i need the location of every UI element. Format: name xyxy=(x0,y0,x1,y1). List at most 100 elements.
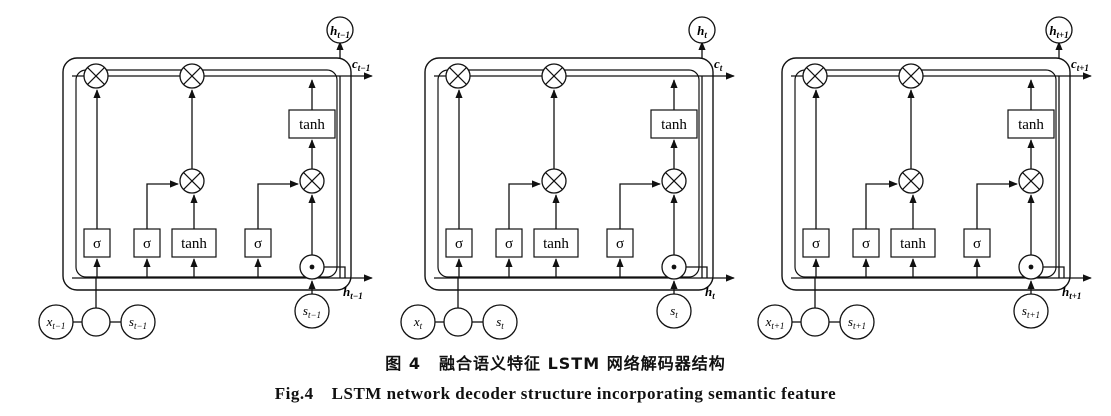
cell-state-label: ct+1 xyxy=(1071,56,1089,73)
gate-label: σ xyxy=(862,236,870,252)
dot-center xyxy=(671,264,677,270)
hidden-state-label: ht−1 xyxy=(343,284,363,301)
caption-en-text: LSTM network decoder structure incorpora… xyxy=(331,384,837,403)
candidate-multiply-node xyxy=(179,168,205,194)
gate-box xyxy=(606,228,634,258)
forget-multiply-node xyxy=(445,63,471,89)
cell-frame xyxy=(62,57,352,291)
input-gate-output xyxy=(865,180,898,229)
forget-gate-sigma: σ xyxy=(445,228,473,258)
dot-center xyxy=(1028,264,1034,270)
gate-label: σ xyxy=(143,236,151,252)
merge-input-circle xyxy=(443,307,473,337)
dot-center xyxy=(309,264,315,270)
input-gate-output xyxy=(508,180,541,229)
output-gate-sigma: σ xyxy=(963,228,991,258)
x-input-label: xt+1 xyxy=(765,314,785,331)
input-nodes: xt−1 st−1 xyxy=(38,304,156,340)
hidden-state-label: ht+1 xyxy=(1062,284,1081,301)
x-input-label: xt−1 xyxy=(46,314,66,331)
h-output-label: ht+1 xyxy=(1049,23,1068,40)
gate-box xyxy=(83,228,111,258)
s-input-label: st xyxy=(496,314,504,331)
candidate-tanh-box: tanh xyxy=(533,228,579,258)
semantic-dot-node xyxy=(299,254,325,280)
gate-label: σ xyxy=(505,236,513,252)
dot-merge-line xyxy=(1043,266,1065,278)
semantic-input-node: st−1 xyxy=(294,293,330,329)
s-input-label: st+1 xyxy=(848,314,866,331)
gate-box xyxy=(133,228,161,258)
s-input-label: st−1 xyxy=(129,314,147,331)
caption-zh-text: 融合语义特征 LSTM 网络解码器结构 xyxy=(439,354,726,373)
s-semantic-label: st−1 xyxy=(303,303,321,320)
output-multiply-node xyxy=(1018,168,1044,194)
h-output-circle xyxy=(326,16,354,44)
gate-box xyxy=(495,228,523,258)
caption-en-label: Fig.4 xyxy=(274,384,314,403)
figure-caption-chinese: 图 4 融合语义特征 LSTM 网络解码器结构 xyxy=(0,350,1111,374)
gate-box xyxy=(533,228,579,258)
output-gate-output xyxy=(976,180,1018,229)
input-nodes: xt+1 st+1 xyxy=(757,304,875,340)
semantic-input-node: st+1 xyxy=(1013,293,1049,329)
gate-box xyxy=(650,109,698,139)
forget-gate-sigma: σ xyxy=(802,228,830,258)
semantic-input-node: st xyxy=(656,293,692,329)
figure-caption-english: Fig.4 LSTM network decoder structure inco… xyxy=(0,384,1111,404)
cross-stroke xyxy=(545,172,563,190)
cell-frame xyxy=(424,57,714,291)
caption-zh-label: 图 4 xyxy=(385,354,421,373)
output-gate-output xyxy=(257,180,299,229)
cross-stroke xyxy=(449,67,467,85)
cross-stroke xyxy=(902,172,920,190)
input-gate-output xyxy=(146,180,179,229)
cross-stroke xyxy=(545,67,563,85)
output-gate-sigma: σ xyxy=(606,228,634,258)
forget-gate-sigma: σ xyxy=(83,228,111,258)
semantic-dot-node xyxy=(661,254,687,280)
s-semantic-label: st xyxy=(670,303,678,320)
cell-tanh-box: tanh xyxy=(650,109,698,139)
gate-label: σ xyxy=(455,236,463,252)
cell-tanh-box: tanh xyxy=(288,109,336,139)
cell-state-label: ct xyxy=(714,56,723,73)
cell-state-label: ct−1 xyxy=(352,56,370,73)
gate-box xyxy=(963,228,991,258)
s-semantic-label: st+1 xyxy=(1022,303,1040,320)
gate-label: tanh xyxy=(299,117,325,133)
candidate-multiply-node xyxy=(541,168,567,194)
cross-stroke xyxy=(902,67,920,85)
cell-tanh-box: tanh xyxy=(1007,109,1055,139)
gate-label: σ xyxy=(616,236,624,252)
dot-merge-line xyxy=(324,266,346,278)
gate-label: σ xyxy=(973,236,981,252)
candidate-tanh-box: tanh xyxy=(171,228,217,258)
h-output-node: ht−1 xyxy=(326,16,354,44)
h-output-label: ht−1 xyxy=(330,23,350,40)
gate-label: tanh xyxy=(900,236,926,252)
output-multiply-node xyxy=(299,168,325,194)
candidate-tanh-box: tanh xyxy=(890,228,936,258)
gate-label: tanh xyxy=(1018,117,1044,133)
forget-multiply-node xyxy=(83,63,109,89)
h-output-circle xyxy=(1045,16,1073,44)
cell-inner-frame xyxy=(794,69,1057,278)
merge-input-circle xyxy=(800,307,830,337)
gate-label: tanh xyxy=(543,236,569,252)
input-gate-sigma: σ xyxy=(852,228,880,258)
cross-stroke xyxy=(806,67,824,85)
input-multiply-node xyxy=(898,63,924,89)
input-multiply-node xyxy=(179,63,205,89)
candidate-multiply-node xyxy=(898,168,924,194)
input-gate-sigma: σ xyxy=(495,228,523,258)
gate-label: σ xyxy=(812,236,820,252)
cross-stroke xyxy=(665,172,683,190)
gate-label: σ xyxy=(254,236,262,252)
h-output-node: ht+1 xyxy=(1045,16,1073,44)
h-output-circle xyxy=(688,16,716,44)
